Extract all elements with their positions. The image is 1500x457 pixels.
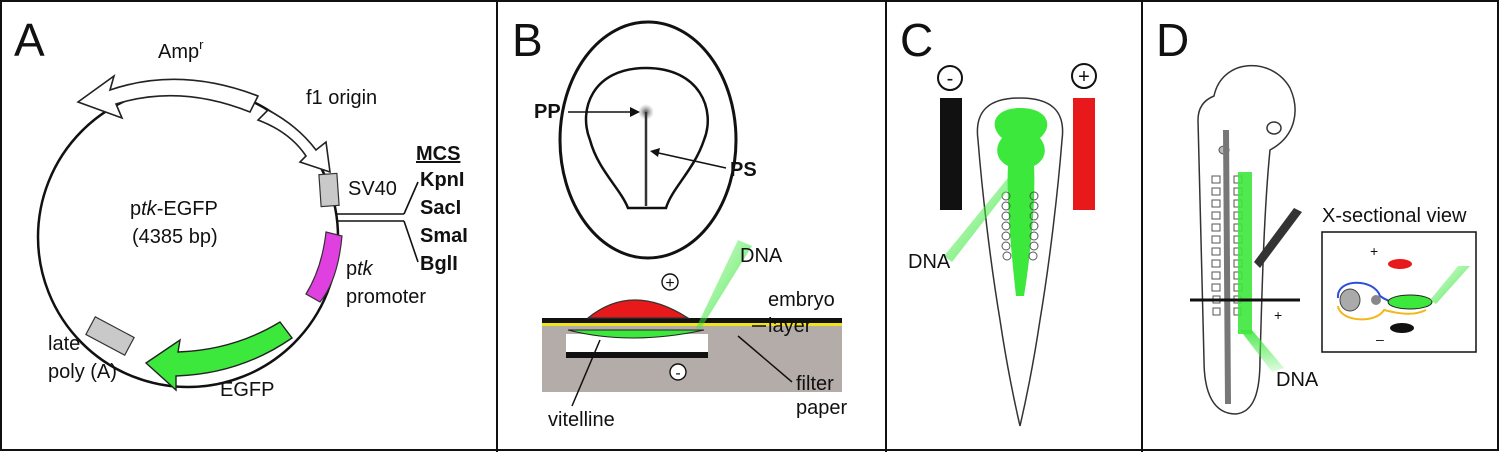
egfp-gene-arrow — [144, 321, 293, 392]
xsection-neural-tube — [1339, 288, 1361, 312]
xsection-needle-icon — [1430, 266, 1470, 304]
d-electrode — [1254, 208, 1302, 268]
positive-electrode — [586, 299, 691, 319]
late-polya-box — [85, 316, 135, 356]
xsection-green-tissue — [1387, 294, 1433, 310]
c-minus-circle-icon — [937, 65, 963, 91]
b-plus-sign: + — [665, 275, 674, 292]
panel-d: D DNA + X-section — [1156, 14, 1477, 415]
d-needle-icon — [1240, 330, 1284, 372]
embryo-layer-label-1: embryo — [768, 289, 835, 311]
mcs-site-4: BglI — [420, 253, 458, 275]
panel-a-letter: A — [14, 14, 45, 66]
area-pellucida — [584, 66, 709, 210]
panel-d-letter: D — [1156, 14, 1189, 66]
ptk-promoter-label-1: ptk — [346, 258, 374, 280]
amp-gene-arrow — [76, 73, 260, 120]
d-dna-label: DNA — [1276, 369, 1319, 391]
mcs-bracket-down — [403, 220, 419, 263]
c-minus-sign: - — [947, 68, 954, 90]
egfp-label: EGFP — [220, 379, 274, 401]
embryo-layer-label-2: layer — [768, 315, 812, 337]
xsection-title: X-sectional view — [1322, 205, 1467, 227]
panel-c: C - + DNA — [900, 14, 1097, 427]
late-polya-label-2: poly (A) — [48, 361, 117, 383]
filter-paper-label-1: filter — [796, 373, 834, 395]
c-needle-icon — [944, 168, 1022, 262]
embryo-layer-strip — [542, 323, 842, 326]
b-dna-label: DNA — [740, 245, 783, 267]
filter-paper-pointer — [737, 335, 793, 383]
d-plus-sign: + — [1274, 307, 1282, 323]
plus-circle-icon — [661, 273, 679, 291]
xsection-yellow-line — [1337, 305, 1427, 321]
ps-pointer — [653, 151, 727, 169]
d-eye — [1266, 121, 1282, 135]
xsection-negative-electrode — [1390, 323, 1414, 333]
vitelline-membrane — [567, 329, 705, 339]
amp-label: Ampr — [158, 37, 204, 63]
xsection-minus-sign: – — [1376, 331, 1384, 347]
xsection-positive-electrode — [1388, 259, 1412, 269]
ps-arrowhead — [650, 148, 660, 157]
needle-icon — [696, 240, 752, 330]
d-neural-tube — [1223, 129, 1231, 405]
mcs-title: MCS — [416, 143, 460, 165]
xsection-notochord — [1371, 295, 1381, 305]
xsection-plus-sign: + — [1370, 243, 1378, 259]
c-neural-tube-green — [994, 108, 1048, 296]
f1-origin-label: f1 origin — [306, 87, 377, 109]
b-minus-sign: - — [675, 365, 680, 382]
c-negative-electrode — [940, 98, 962, 210]
c-plus-sign: + — [1078, 66, 1090, 88]
mcs-site-3: SmaI — [420, 225, 468, 247]
ptk-promoter-block — [305, 231, 343, 303]
filter-paper-layer — [542, 318, 842, 326]
late-polya-label-1: late — [48, 333, 80, 355]
mcs-site-2: SacI — [420, 197, 461, 219]
chamber-well — [566, 334, 708, 356]
minus-circle-icon — [669, 363, 687, 381]
filter-paper-label-2: paper — [796, 397, 847, 419]
panel-b: B PP PS + - DNA embryo layer filter pap — [512, 14, 847, 431]
ptk-promoter-label-2: promoter — [346, 286, 426, 308]
vitelline-pointer — [571, 339, 601, 407]
f1-origin-arrow — [256, 109, 331, 174]
c-plus-circle-icon — [1071, 63, 1097, 89]
panel-a: A Ampr f1 origin SV40 MCS KpnI SacI SmaI… — [14, 14, 468, 401]
c-dna-label: DNA — [908, 251, 951, 273]
c-positive-electrode — [1073, 98, 1095, 210]
panel-c-letter: C — [900, 14, 933, 66]
ps-label: PS — [730, 159, 757, 181]
panel-b-letter: B — [512, 14, 543, 66]
negative-electrode — [566, 352, 708, 358]
mcs-site-1: KpnI — [420, 169, 464, 191]
egg-outline — [558, 20, 738, 260]
d-neural-tube-green — [1238, 172, 1252, 334]
plasmid-size: (4385 bp) — [132, 226, 218, 248]
plasmid-name: ptk-EGFP — [130, 198, 218, 220]
pp-arrowhead — [630, 107, 640, 117]
sv40-label: SV40 — [348, 178, 397, 200]
vitelline-label: vitelline — [548, 409, 615, 431]
pp-label: PP — [534, 101, 561, 123]
mcs-bracket-up — [403, 181, 419, 215]
sv40-box — [318, 172, 340, 208]
